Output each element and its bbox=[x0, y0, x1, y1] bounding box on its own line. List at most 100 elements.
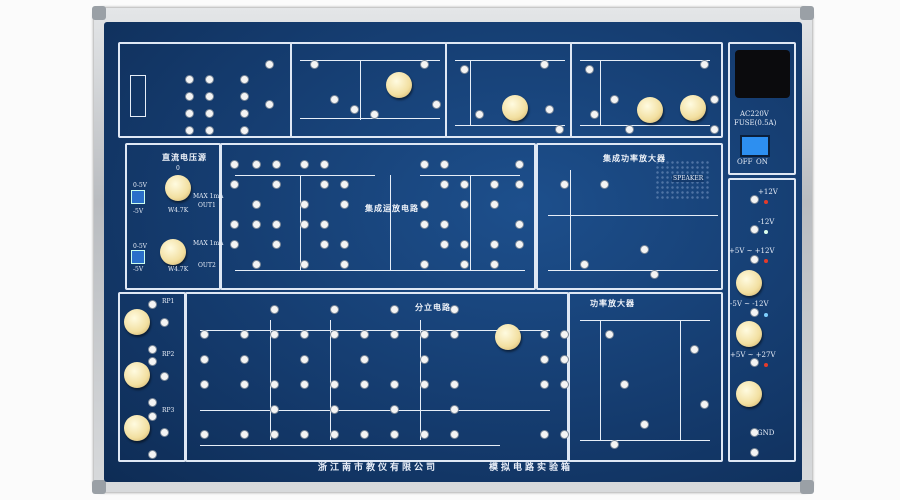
potentiometer-knob[interactable] bbox=[495, 324, 521, 350]
test-jack[interactable] bbox=[148, 398, 157, 407]
test-jack[interactable] bbox=[300, 200, 309, 209]
test-jack[interactable] bbox=[160, 372, 169, 381]
test-jack[interactable] bbox=[690, 345, 699, 354]
test-jack[interactable] bbox=[205, 109, 214, 118]
potentiometer-knob[interactable] bbox=[160, 239, 186, 265]
potentiometer-knob[interactable] bbox=[124, 362, 150, 388]
test-jack[interactable] bbox=[230, 240, 239, 249]
potentiometer-knob[interactable] bbox=[736, 270, 762, 296]
test-jack[interactable] bbox=[610, 95, 619, 104]
test-jack[interactable] bbox=[750, 428, 759, 437]
test-jack[interactable] bbox=[185, 92, 194, 101]
test-jack[interactable] bbox=[240, 380, 249, 389]
test-jack[interactable] bbox=[460, 260, 469, 269]
test-jack[interactable] bbox=[515, 220, 524, 229]
test-jack[interactable] bbox=[360, 380, 369, 389]
potentiometer-knob[interactable] bbox=[680, 95, 706, 121]
test-jack[interactable] bbox=[560, 380, 569, 389]
test-jack[interactable] bbox=[300, 380, 309, 389]
test-jack[interactable] bbox=[270, 380, 279, 389]
test-jack[interactable] bbox=[540, 430, 549, 439]
test-jack[interactable] bbox=[450, 305, 459, 314]
test-jack[interactable] bbox=[420, 430, 429, 439]
test-jack[interactable] bbox=[160, 428, 169, 437]
test-jack[interactable] bbox=[270, 330, 279, 339]
test-jack[interactable] bbox=[460, 65, 469, 74]
test-jack[interactable] bbox=[350, 105, 359, 114]
test-jack[interactable] bbox=[460, 240, 469, 249]
test-jack[interactable] bbox=[230, 160, 239, 169]
test-jack[interactable] bbox=[360, 330, 369, 339]
dc2-range-switch[interactable] bbox=[131, 250, 145, 264]
test-jack[interactable] bbox=[450, 380, 459, 389]
test-jack[interactable] bbox=[750, 195, 759, 204]
test-jack[interactable] bbox=[460, 180, 469, 189]
potentiometer-knob[interactable] bbox=[386, 72, 412, 98]
test-jack[interactable] bbox=[640, 245, 649, 254]
test-jack[interactable] bbox=[750, 255, 759, 264]
test-jack[interactable] bbox=[272, 220, 281, 229]
test-jack[interactable] bbox=[148, 412, 157, 421]
test-jack[interactable] bbox=[420, 160, 429, 169]
test-jack[interactable] bbox=[515, 160, 524, 169]
test-jack[interactable] bbox=[185, 109, 194, 118]
test-jack[interactable] bbox=[580, 260, 589, 269]
test-jack[interactable] bbox=[272, 240, 281, 249]
test-jack[interactable] bbox=[330, 430, 339, 439]
test-jack[interactable] bbox=[600, 180, 609, 189]
test-jack[interactable] bbox=[240, 330, 249, 339]
test-jack[interactable] bbox=[420, 260, 429, 269]
test-jack[interactable] bbox=[515, 180, 524, 189]
test-jack[interactable] bbox=[420, 355, 429, 364]
test-jack[interactable] bbox=[420, 220, 429, 229]
test-jack[interactable] bbox=[450, 405, 459, 414]
test-jack[interactable] bbox=[340, 240, 349, 249]
test-jack[interactable] bbox=[340, 200, 349, 209]
test-jack[interactable] bbox=[540, 355, 549, 364]
test-jack[interactable] bbox=[265, 60, 274, 69]
test-jack[interactable] bbox=[620, 380, 629, 389]
test-jack[interactable] bbox=[490, 260, 499, 269]
test-jack[interactable] bbox=[750, 225, 759, 234]
test-jack[interactable] bbox=[490, 200, 499, 209]
test-jack[interactable] bbox=[420, 330, 429, 339]
test-jack[interactable] bbox=[555, 125, 564, 134]
test-jack[interactable] bbox=[252, 160, 261, 169]
test-jack[interactable] bbox=[710, 95, 719, 104]
test-jack[interactable] bbox=[700, 60, 709, 69]
potentiometer-knob[interactable] bbox=[165, 175, 191, 201]
test-jack[interactable] bbox=[450, 330, 459, 339]
test-jack[interactable] bbox=[460, 200, 469, 209]
test-jack[interactable] bbox=[370, 110, 379, 119]
test-jack[interactable] bbox=[205, 75, 214, 84]
test-jack[interactable] bbox=[240, 75, 249, 84]
test-jack[interactable] bbox=[540, 330, 549, 339]
test-jack[interactable] bbox=[300, 160, 309, 169]
test-jack[interactable] bbox=[230, 220, 239, 229]
test-jack[interactable] bbox=[540, 60, 549, 69]
test-jack[interactable] bbox=[300, 220, 309, 229]
test-jack[interactable] bbox=[710, 125, 719, 134]
potentiometer-knob[interactable] bbox=[124, 415, 150, 441]
test-jack[interactable] bbox=[560, 180, 569, 189]
test-jack[interactable] bbox=[320, 220, 329, 229]
test-jack[interactable] bbox=[148, 357, 157, 366]
test-jack[interactable] bbox=[625, 125, 634, 134]
test-jack[interactable] bbox=[330, 405, 339, 414]
test-jack[interactable] bbox=[148, 450, 157, 459]
test-jack[interactable] bbox=[240, 430, 249, 439]
test-jack[interactable] bbox=[450, 430, 459, 439]
test-jack[interactable] bbox=[320, 160, 329, 169]
potentiometer-knob[interactable] bbox=[124, 309, 150, 335]
test-jack[interactable] bbox=[240, 109, 249, 118]
test-jack[interactable] bbox=[330, 305, 339, 314]
test-jack[interactable] bbox=[390, 380, 399, 389]
test-jack[interactable] bbox=[360, 355, 369, 364]
test-jack[interactable] bbox=[390, 430, 399, 439]
test-jack[interactable] bbox=[440, 240, 449, 249]
test-jack[interactable] bbox=[560, 330, 569, 339]
test-jack[interactable] bbox=[650, 270, 659, 279]
test-jack[interactable] bbox=[750, 358, 759, 367]
test-jack[interactable] bbox=[185, 75, 194, 84]
test-jack[interactable] bbox=[432, 100, 441, 109]
